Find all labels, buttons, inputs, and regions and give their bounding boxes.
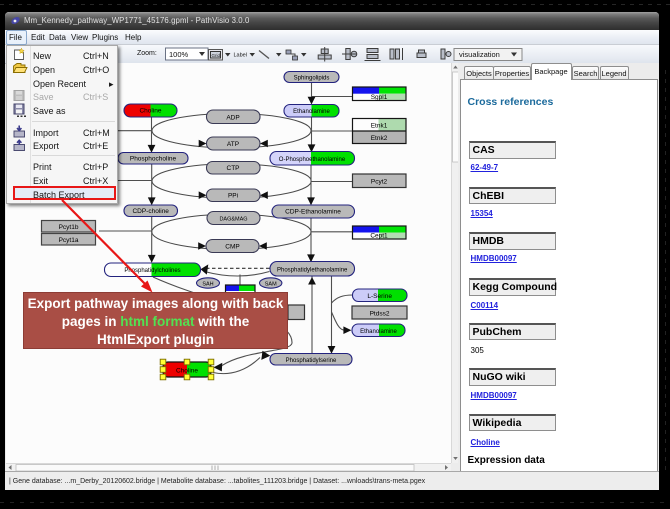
svg-text:Zoom:: Zoom: [137,50,157,57]
svg-text:100%: 100% [169,50,189,59]
svg-text:Grid: Grid [212,53,221,58]
svg-text:visualization: visualization [459,50,500,59]
svg-text:Label: Label [234,53,247,59]
